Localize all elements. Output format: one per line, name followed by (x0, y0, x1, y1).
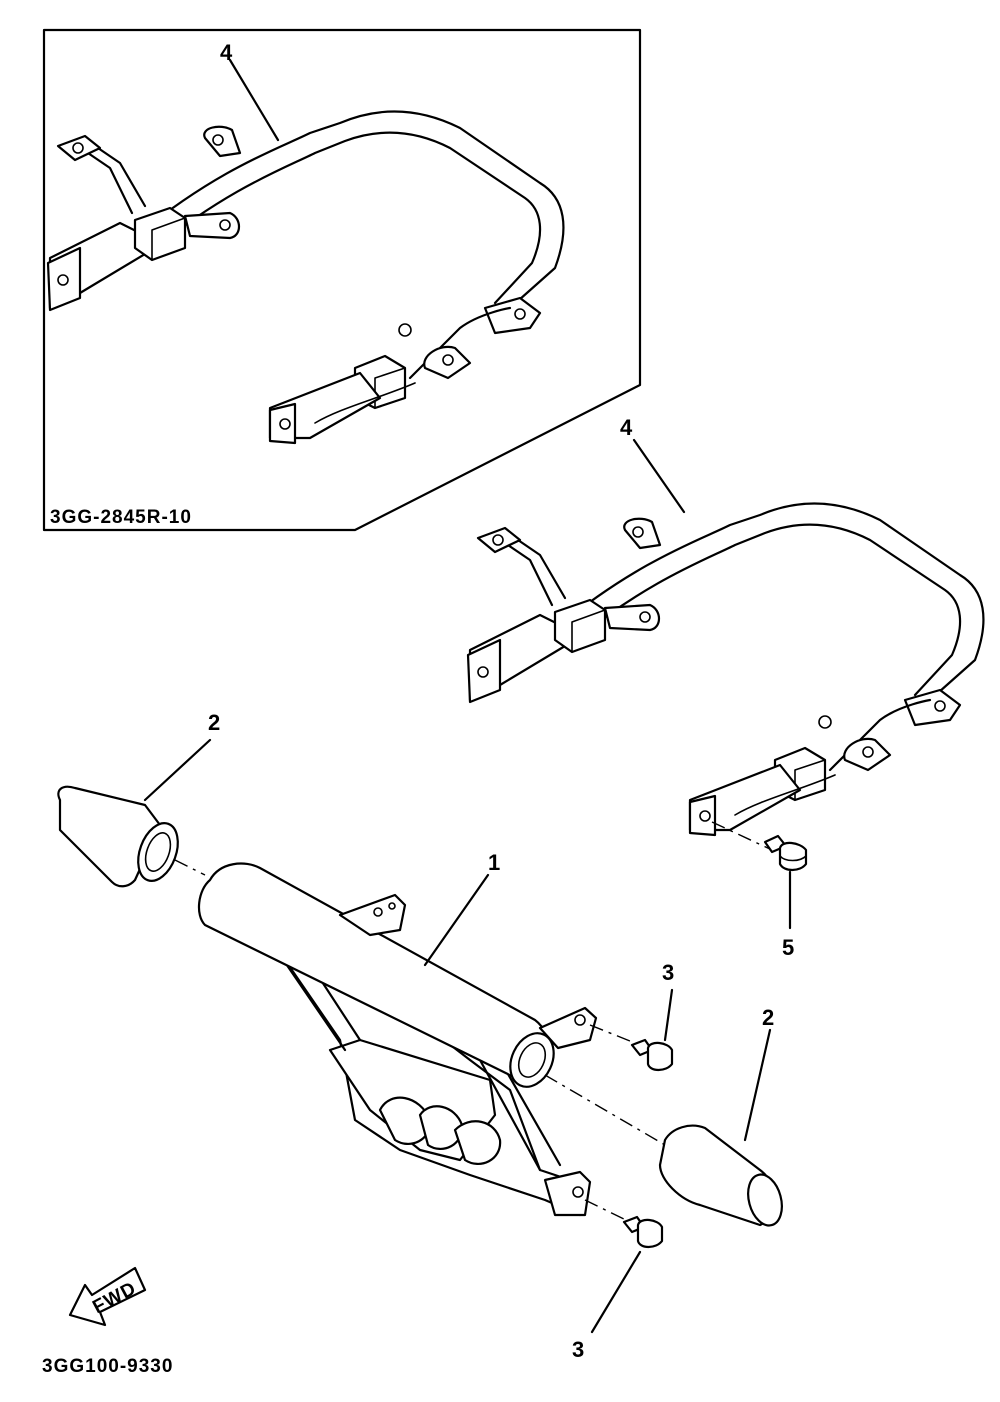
leader-4-inset (228, 58, 280, 142)
cap-right-drawing (544, 1028, 783, 1227)
callout-2-right: 2 (762, 1005, 774, 1030)
callout-3-lower: 3 (572, 1337, 584, 1362)
main-frame-drawing (466, 502, 985, 837)
callout-3-upper: 3 (662, 960, 674, 985)
leader-4-main (632, 438, 686, 514)
bolt-3-lower-drawing (584, 1199, 664, 1334)
footer-code: 3GG100-9330 (42, 1356, 173, 1377)
callout-4-inset: 4 (220, 40, 233, 65)
inset-frame-drawing (46, 110, 565, 445)
inset-box (42, 28, 642, 532)
callout-1: 1 (488, 850, 500, 875)
callout-5: 5 (782, 935, 794, 960)
callout-4-main: 4 (620, 415, 633, 440)
bumper-guard-drawing (197, 862, 598, 1217)
fwd-arrow-icon: FWD (68, 1266, 147, 1327)
callout-2-left: 2 (208, 710, 220, 735)
inset-part-number: 3GG-2845R-10 (50, 507, 192, 528)
bolt-3-upper-drawing (589, 988, 674, 1072)
cap-left-drawing (57, 738, 212, 888)
bolt-5-drawing (711, 821, 808, 930)
